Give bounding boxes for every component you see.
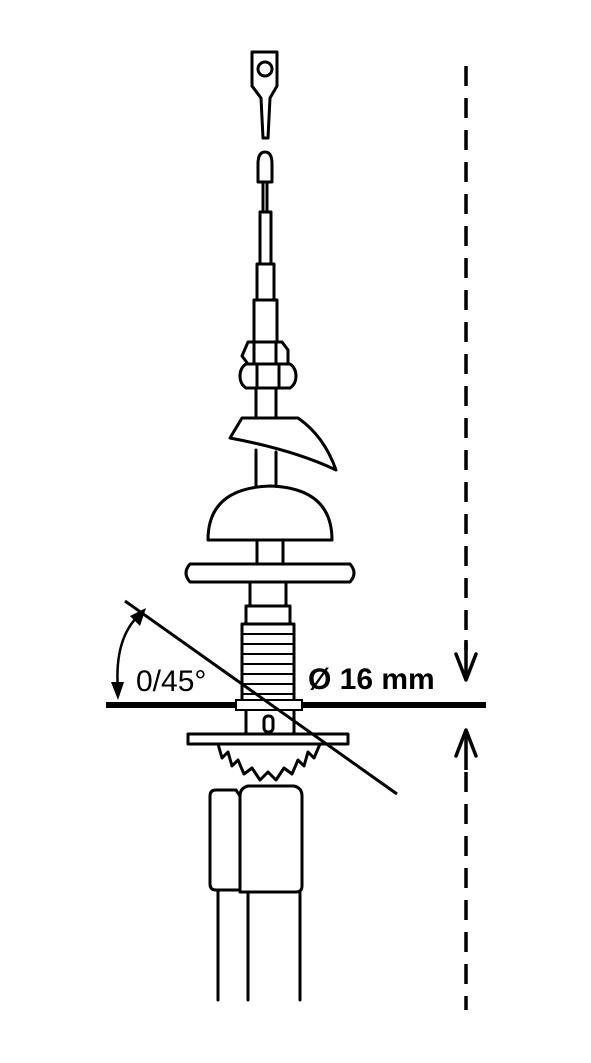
washer-disc xyxy=(184,562,356,584)
tilted-collar xyxy=(228,416,338,490)
dome-cover xyxy=(206,484,334,542)
arrow-up-icon xyxy=(454,728,478,758)
hex-nut xyxy=(238,340,298,390)
angle-arrow-top-icon xyxy=(130,608,146,626)
toothed-washer xyxy=(186,732,350,782)
stem-middle xyxy=(255,538,285,566)
whip-rod xyxy=(261,180,269,214)
solder-lug xyxy=(250,50,279,140)
threaded-shank xyxy=(240,622,296,706)
lock-nut xyxy=(244,706,296,738)
diameter-label: Ø 16 mm xyxy=(308,663,435,696)
cable xyxy=(216,888,302,1002)
whip-section-1 xyxy=(258,210,273,266)
arrow-down-icon xyxy=(454,652,478,682)
connector-body xyxy=(208,788,242,892)
angle-arrow-bottom-icon xyxy=(111,682,124,700)
whip-section-3 xyxy=(252,298,279,344)
angle-reference-line xyxy=(124,599,398,796)
neck-ring xyxy=(244,604,292,626)
stem-upper xyxy=(254,386,278,420)
angle-label: 0/45° xyxy=(136,665,206,698)
antenna-tip xyxy=(256,150,274,184)
connector-sleeve xyxy=(238,784,304,894)
neck xyxy=(248,580,288,608)
whip-section-2 xyxy=(255,262,276,302)
angle-arc xyxy=(116,615,139,691)
